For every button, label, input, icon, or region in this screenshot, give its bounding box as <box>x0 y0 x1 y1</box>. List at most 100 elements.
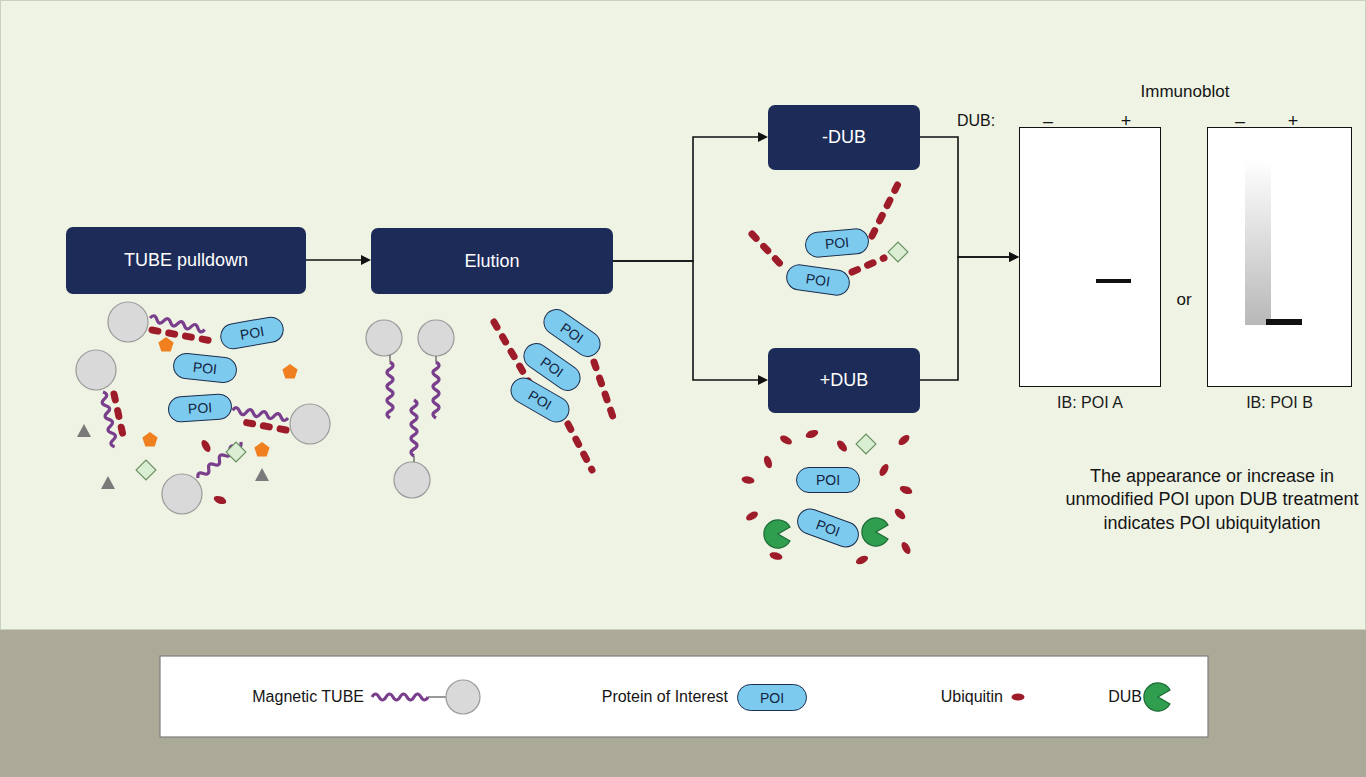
dub-enzyme <box>862 518 888 546</box>
connector-line <box>613 261 760 380</box>
blot-ground <box>1207 127 1352 387</box>
bead <box>290 404 330 444</box>
connector-line <box>920 257 1011 380</box>
ubiquitin <box>835 439 849 454</box>
protein-label: POI <box>538 354 567 381</box>
ubiquitin <box>779 434 794 447</box>
tube <box>232 407 288 421</box>
ubiquitin-chain <box>114 394 124 440</box>
blot-ground <box>1019 127 1161 387</box>
contaminant-pentagon <box>254 442 269 457</box>
protein-label: POI <box>187 399 212 417</box>
tube <box>433 362 439 418</box>
dub-scene <box>741 428 913 566</box>
contaminant-triangle <box>77 424 91 437</box>
protein-label: POI <box>558 320 587 347</box>
tether <box>389 355 390 362</box>
dub-enzyme <box>764 520 790 548</box>
box-label: Elution <box>464 251 519 272</box>
panel-ground <box>0 0 1366 630</box>
process-box: TUBE pulldown <box>66 227 306 294</box>
ubiquitin-chain <box>752 234 786 270</box>
ubiquitin <box>769 551 783 561</box>
legend-label: Protein of Interest <box>602 688 728 706</box>
flow-arrow <box>920 252 1019 380</box>
ubiquitin-chain <box>852 258 884 272</box>
bead <box>162 474 202 514</box>
blot-panel: IB: POI A <box>1019 127 1161 387</box>
ubiquitin <box>878 463 891 478</box>
flow-arrow <box>920 137 1019 262</box>
legend-dub-sample <box>1144 683 1170 711</box>
protein-pill: POI <box>796 467 860 493</box>
contaminant-triangle <box>101 476 115 489</box>
blot-mark: DUB: <box>957 112 995 130</box>
blot-smear <box>1245 160 1271 325</box>
legend-bead-sample <box>446 680 480 714</box>
tube <box>387 362 393 418</box>
bead <box>108 302 148 342</box>
box-label: +DUB <box>820 370 869 391</box>
legend-tube-sample <box>428 696 446 697</box>
protein-label: POI <box>239 323 266 343</box>
arrow-head <box>758 375 768 385</box>
process-box: Elution <box>371 228 613 294</box>
arrow-head <box>1009 252 1019 262</box>
contaminant-diamond <box>888 242 908 262</box>
contaminant-pentagon <box>282 364 297 379</box>
ubiquitin-chain <box>872 184 898 236</box>
blot-mark: – <box>1043 111 1053 132</box>
note-text: The appearance or increase in unmodified… <box>1062 465 1362 535</box>
bead <box>366 320 402 356</box>
blot-label: IB: POI B <box>1246 394 1313 412</box>
blot-mark: + <box>1288 111 1299 132</box>
blot-mark: – <box>1235 111 1245 132</box>
legend-protein-sample: POI <box>737 684 807 711</box>
contaminant-diamond <box>856 434 876 454</box>
connector-line <box>920 137 1011 257</box>
ubiquitin-chain <box>568 424 592 470</box>
protein-pill: POI <box>793 505 862 551</box>
box-label: -DUB <box>822 127 866 148</box>
legend-tube-sample <box>372 694 428 700</box>
ubiquitin <box>893 507 907 521</box>
protein-label: POI <box>814 516 842 539</box>
connector-line <box>613 137 760 261</box>
ubiquitin <box>855 554 870 566</box>
protein-pill: POI <box>218 315 286 352</box>
ubiquitin <box>762 455 773 470</box>
protein-label: POI <box>760 690 784 706</box>
protein-pill: POI <box>167 393 233 423</box>
contaminant-pentagon <box>158 337 173 352</box>
bead <box>418 320 454 356</box>
contaminant-triangle <box>255 468 269 481</box>
pulldown-scene <box>76 302 330 514</box>
ubiquitin <box>897 433 912 447</box>
blot-panel: IB: POI B <box>1207 127 1352 387</box>
protein-pill: POI <box>785 263 852 298</box>
protein-pill: POI <box>172 352 238 385</box>
protein-pill: POI <box>804 227 870 258</box>
blot-band <box>1096 279 1131 283</box>
flow-arrow <box>306 255 371 265</box>
box-label: TUBE pulldown <box>124 250 248 271</box>
ubiquitin <box>200 439 213 454</box>
arrow-head <box>1009 252 1019 262</box>
ubiquitin <box>900 541 913 556</box>
connector-line <box>306 259 363 261</box>
blot-label: IB: POI A <box>1057 394 1123 412</box>
ubiquitin <box>745 510 760 523</box>
protein-label: POI <box>816 472 840 488</box>
contaminant-diamond <box>136 460 156 480</box>
legend-label: Magnetic TUBE <box>252 688 364 706</box>
process-box: +DUB <box>768 348 920 413</box>
arrow-head <box>758 132 768 142</box>
no-dub-scene <box>752 184 908 272</box>
contaminant-pentagon <box>142 432 157 447</box>
flow-arrow <box>613 261 768 385</box>
ubiquitin <box>741 475 755 484</box>
process-box: -DUB <box>768 105 920 170</box>
protein-label: POI <box>824 234 849 252</box>
